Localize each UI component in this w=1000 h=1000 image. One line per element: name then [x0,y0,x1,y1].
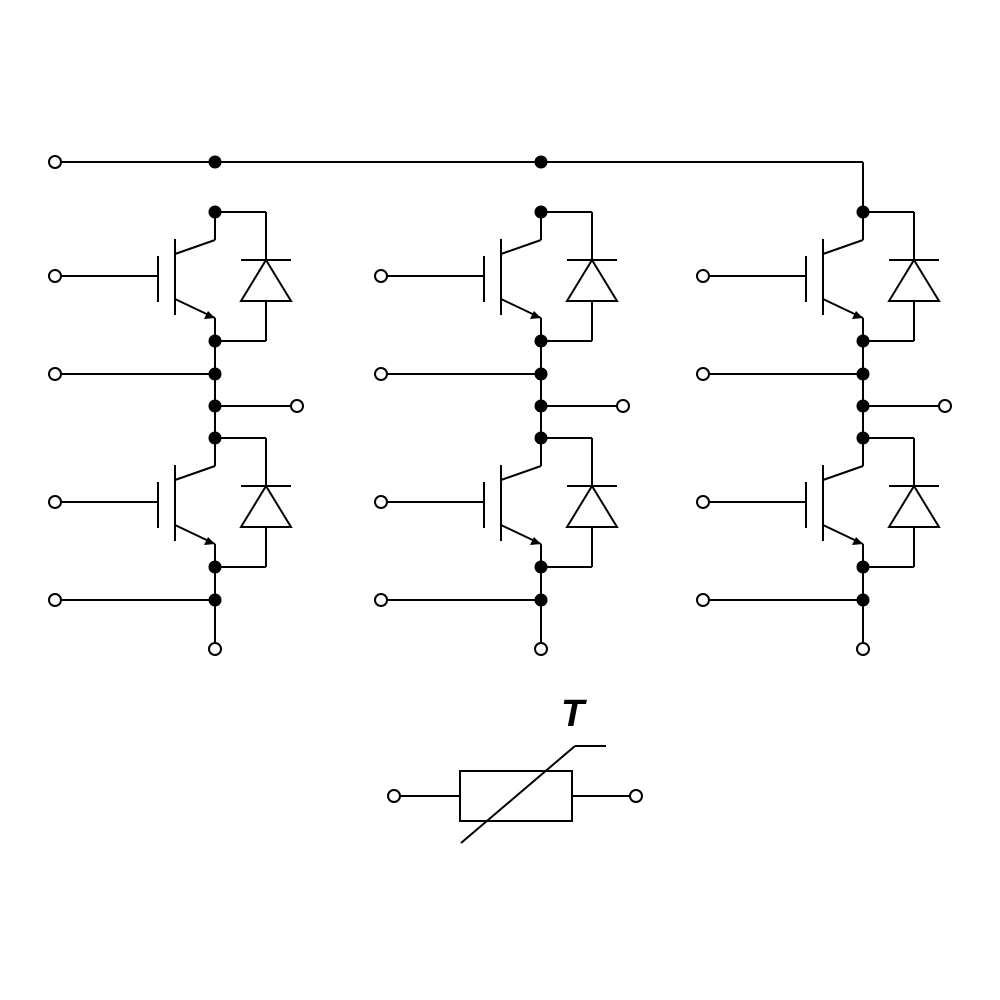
emitter-arrow-icon [204,537,215,545]
lower-aux-emitter-terminal [374,593,388,607]
dc-plus-terminal [48,155,62,169]
collector-lead [500,465,542,481]
phase-output-terminal [290,399,304,413]
thermistor-label: T [561,693,587,735]
phase-leg-1 [48,205,304,656]
upper-aux-emitter-terminal [374,367,388,381]
igbt-cell-lower [483,431,619,574]
collector-lead [174,465,216,481]
dc-minus-terminal [856,642,870,656]
lower-gate-terminal [374,495,388,509]
collector-lead [822,239,864,255]
collector-lead [174,239,216,255]
collector-dot [208,205,222,219]
aux-emitter-dot [208,367,222,381]
collector-dot [856,205,870,219]
dc-minus-terminal [208,642,222,656]
collector-lead [822,465,864,481]
igbt-cell-lower [805,431,941,574]
emitter-arrow-icon [530,311,541,319]
rail-junction [208,155,222,169]
emitter-arrow-icon [530,537,541,545]
igbt-cell-lower [157,431,293,574]
lower-gate-terminal [48,495,62,509]
rail-junction [534,155,548,169]
upper-gate-terminal [48,269,62,283]
lower-gate-terminal [696,495,710,509]
collector-dot [208,431,222,445]
dc-plus-rail [48,155,864,212]
upper-aux-emitter-terminal [696,367,710,381]
diode-triangle-icon [887,258,941,302]
ntc-thermistor: T [387,693,643,844]
phase-output-terminal [938,399,952,413]
diode-triangle-icon [887,484,941,528]
collector-lead [500,239,542,255]
diode-triangle-icon [239,258,293,302]
aux-emitter-dot [534,593,548,607]
dc-minus-terminal [534,642,548,656]
upper-aux-emitter-terminal [48,367,62,381]
upper-gate-terminal [696,269,710,283]
lower-aux-emitter-terminal [48,593,62,607]
thermistor-slash [460,745,576,844]
upper-gate-terminal [374,269,388,283]
emitter-arrow-icon [852,537,863,545]
diode-triangle-icon [239,484,293,528]
aux-emitter-dot [856,367,870,381]
phase-output-terminal [616,399,630,413]
aux-emitter-dot [856,593,870,607]
igbt-cell-upper [805,205,941,348]
output-dot [856,399,870,413]
diode-triangle-icon [565,484,619,528]
igbt-cell-upper [483,205,619,348]
igbt-cell-upper [157,205,293,348]
phase-leg-3 [696,205,952,656]
output-dot [208,399,222,413]
lower-aux-emitter-terminal [696,593,710,607]
phase-legs [48,205,952,656]
emitter-arrow-icon [204,311,215,319]
ntc-left-terminal [387,789,401,803]
diode-triangle-icon [565,258,619,302]
collector-dot [534,431,548,445]
output-dot [534,399,548,413]
ntc-right-terminal [629,789,643,803]
aux-emitter-dot [534,367,548,381]
emitter-arrow-icon [852,311,863,319]
collector-dot [534,205,548,219]
aux-emitter-dot [208,593,222,607]
collector-dot [856,431,870,445]
phase-leg-2 [374,205,630,656]
